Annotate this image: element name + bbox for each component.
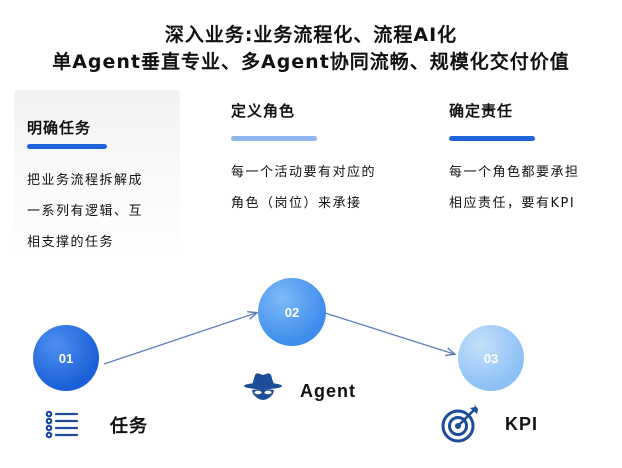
step-circle-01: 01: [33, 325, 99, 391]
column-underline-task: [27, 144, 107, 149]
column-heading-task: 明确任务: [27, 119, 92, 137]
step-circle-03: 03: [458, 325, 524, 391]
column-description-task: 把业务流程拆解成 一系列有逻辑、互 相支撑的任务: [27, 173, 144, 250]
step-number-01: 01: [58, 350, 74, 366]
column-underline-responsibility: [449, 136, 535, 141]
list-icon: [45, 410, 79, 439]
task-panel-background: [14, 90, 180, 258]
arrow-02-to-03: [324, 312, 454, 354]
step-circle-02: 02: [258, 278, 326, 346]
step-label-agent: Agent: [300, 381, 356, 401]
target-icon: [441, 404, 478, 443]
step-number-03: 03: [483, 350, 499, 366]
page-title: 深入业务:业务流程化、流程AI化: [164, 24, 458, 46]
step-number-02: 02: [284, 304, 300, 320]
column-underline-role: [231, 136, 317, 141]
step-label-task: 任务: [110, 416, 148, 437]
spy-agent-icon: [244, 373, 282, 400]
column-heading-responsibility: 确定责任: [449, 102, 514, 120]
step-label-kpi: KPI: [505, 414, 539, 434]
arrow-01-to-02: [103, 313, 256, 365]
page-subtitle: 单Agent垂直专业、多Agent协同流畅、规模化交付价值: [52, 51, 570, 73]
column-heading-role: 定义角色: [231, 102, 296, 120]
column-description-role: 每一个活动要有对应的 角色（岗位）来承接: [231, 165, 377, 211]
column-description-responsibility: 每一个角色都要承担 相应责任，要有KPI: [449, 165, 580, 211]
